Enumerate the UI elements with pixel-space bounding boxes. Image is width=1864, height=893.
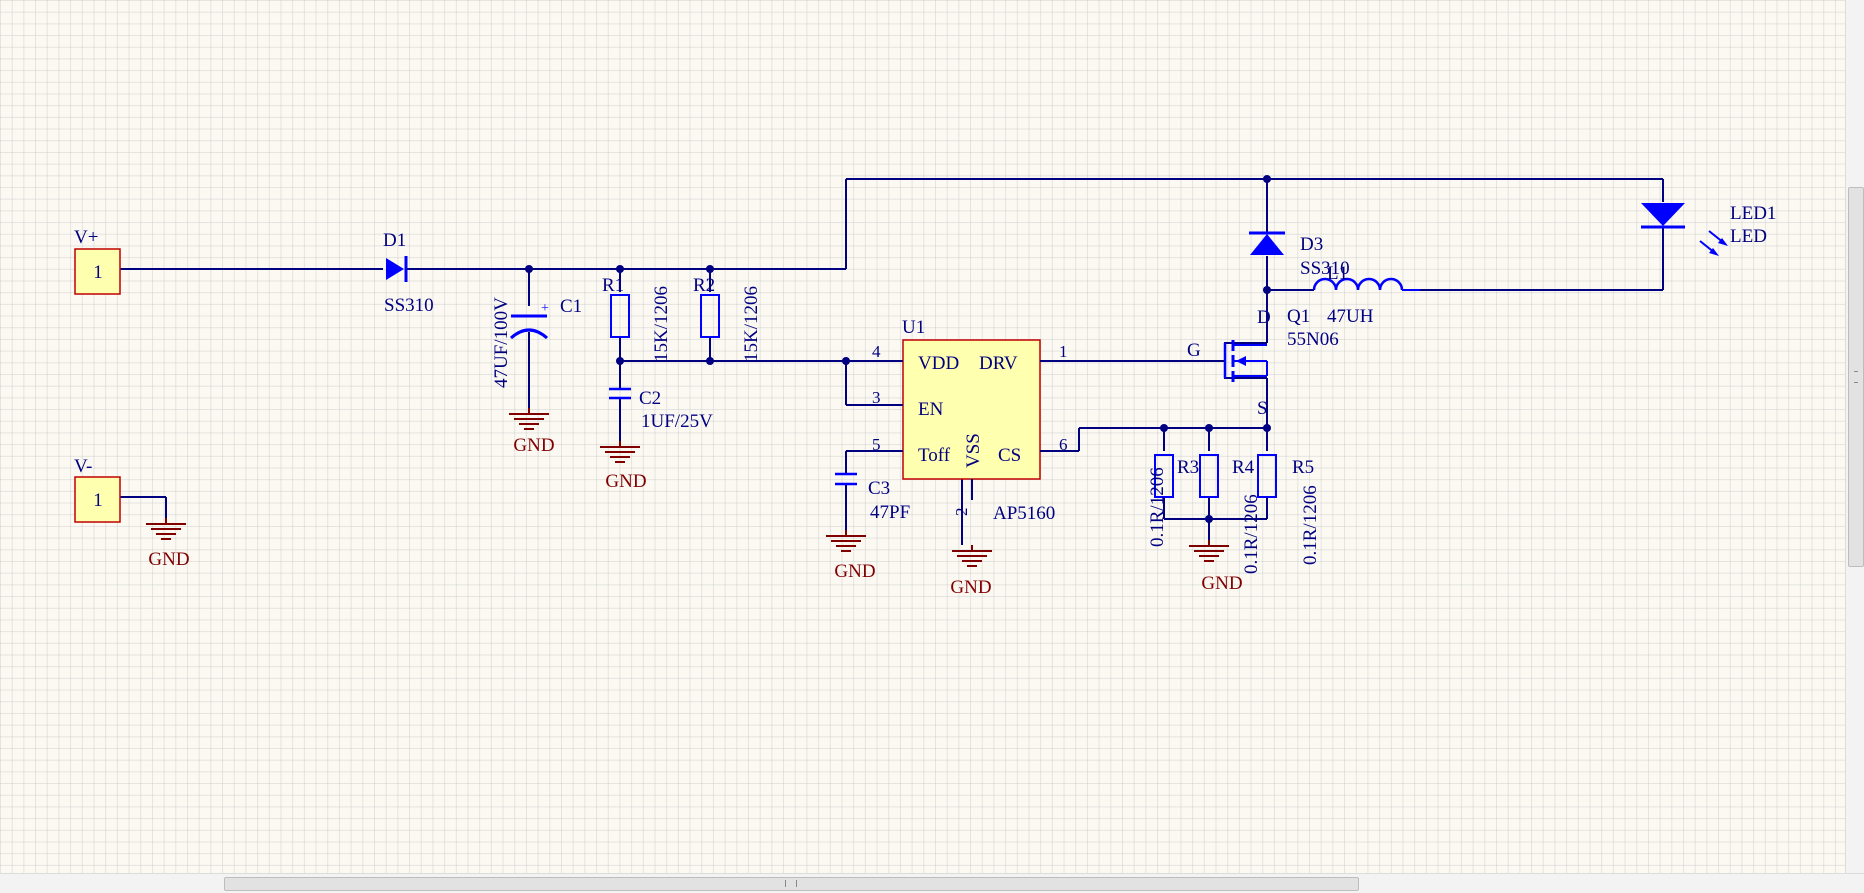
ground-u1-label: GND: [950, 577, 991, 598]
connector-vplus-label: V+: [74, 227, 98, 248]
connector-vminus-pin: 1: [93, 490, 103, 511]
u1-value: AP5160: [993, 503, 1055, 524]
q1-value: 55N06: [1287, 329, 1339, 350]
junction-dot: [1205, 424, 1213, 432]
r4-value: 0.1R/1206: [1241, 494, 1262, 574]
led1-ref: LED1: [1730, 203, 1776, 224]
horizontal-scroll-grip-icon: [785, 880, 797, 887]
diode-d3[interactable]: D3 SS310: [1249, 231, 1350, 279]
c3-ref: C3: [868, 478, 890, 499]
q1-ref: Q1: [1287, 306, 1310, 327]
d3-ref: D3: [1300, 234, 1323, 255]
wires: [120, 178, 1664, 545]
u1-pin-toff-name: Toff: [918, 445, 951, 466]
resistor-r2[interactable]: R2 15K/1206: [693, 275, 762, 362]
q1-drain-label: D: [1257, 307, 1271, 328]
ground-sense-label: GND: [1201, 573, 1242, 594]
junction-dot: [1263, 286, 1271, 294]
schematic-canvas[interactable]: 1 V+ 1 V- D1 SS310 + C1 47UF/100V R1 15K…: [0, 0, 1845, 873]
d3-value: SS310: [1300, 258, 1350, 279]
ic-u1[interactable]: U1 VDD DRV EN Toff CS VSS 4 3 5 1 6 2 AP…: [872, 317, 1079, 524]
junction-dot: [842, 357, 850, 365]
ground-vminus[interactable]: GND: [146, 518, 190, 570]
u1-pin-vdd-name: VDD: [918, 353, 959, 374]
u1-pin-cs-number: 6: [1059, 435, 1068, 454]
ground-c1-label: GND: [513, 435, 554, 456]
ground-c3-label: GND: [834, 561, 875, 582]
junction-dot: [616, 357, 624, 365]
junction-dot: [1263, 424, 1271, 432]
led-led1[interactable]: LED1 LED: [1641, 203, 1776, 256]
q1-gate-label: G: [1187, 340, 1201, 361]
resistor-r5[interactable]: R5 0.1R/1206: [1257, 454, 1321, 565]
u1-pin-vdd-number: 4: [872, 342, 881, 361]
ground-sense[interactable]: GND: [1189, 540, 1243, 594]
c1-polarity: +: [541, 301, 549, 316]
inductor-l1[interactable]: L1 47UH: [1312, 263, 1420, 327]
u1-pin-en-name: EN: [918, 399, 944, 420]
junction-dot: [706, 357, 714, 365]
r3-value: 0.1R/1206: [1147, 467, 1168, 547]
c2-value: 1UF/25V: [641, 411, 713, 432]
junction-dot: [1160, 424, 1168, 432]
connector-vminus-label: V-: [74, 456, 92, 477]
capacitor-c1[interactable]: + C1 47UF/100V: [491, 296, 582, 388]
connector-vplus-pin: 1: [93, 262, 103, 283]
horizontal-scrollbar[interactable]: [0, 873, 1864, 893]
diode-d1[interactable]: D1 SS310: [383, 230, 434, 316]
c3-value: 47PF: [870, 502, 910, 523]
u1-pin-toff-number: 5: [872, 435, 881, 454]
junction-dot: [525, 265, 533, 273]
u1-pin-en-number: 3: [872, 388, 881, 407]
ground-c2[interactable]: GND: [600, 441, 647, 492]
junction-dot: [616, 265, 624, 273]
vertical-scroll-grip-icon: [1854, 371, 1858, 383]
c2-ref: C2: [639, 388, 661, 409]
resistor-r4[interactable]: R4 0.1R/1206: [1199, 454, 1262, 574]
schematic-diagram: 1 V+ 1 V- D1 SS310 + C1 47UF/100V R1 15K…: [74, 175, 1776, 598]
c1-value: 47UF/100V: [491, 297, 512, 388]
junctions: [525, 175, 1271, 523]
u1-pin-drv-name: DRV: [979, 353, 1018, 374]
u1-pin-vss-name: VSS: [963, 433, 984, 468]
l1-value: 47UH: [1327, 306, 1374, 327]
r2-value: 15K/1206: [741, 286, 762, 362]
u1-pin-vss-number: 2: [952, 508, 971, 517]
r5-ref: R5: [1292, 457, 1314, 478]
c1-ref: C1: [560, 296, 582, 317]
resistor-r1[interactable]: R1 15K/1206: [602, 275, 672, 362]
led1-value: LED: [1730, 226, 1767, 247]
resistor-r3[interactable]: R3 0.1R/1206: [1147, 454, 1199, 547]
capacitor-c3[interactable]: C3 47PF: [835, 472, 910, 523]
connector-vminus[interactable]: 1 V-: [74, 456, 121, 523]
r1-value: 15K/1206: [651, 286, 672, 362]
ground-c1[interactable]: GND: [509, 408, 555, 456]
u1-ref: U1: [902, 317, 925, 338]
junction-dot: [1205, 515, 1213, 523]
r2-ref: R2: [693, 275, 715, 296]
d1-value: SS310: [384, 295, 434, 316]
vertical-scroll-thumb[interactable]: [1848, 187, 1864, 567]
mosfet-q1[interactable]: G D S Q1 55N06: [1187, 306, 1339, 419]
r4-ref: R4: [1232, 457, 1255, 478]
r5-value: 0.1R/1206: [1300, 485, 1321, 565]
u1-pin-cs-name: CS: [998, 445, 1021, 466]
ground-vminus-label: GND: [148, 549, 189, 570]
vertical-scrollbar[interactable]: [1845, 0, 1864, 873]
r3-ref: R3: [1177, 457, 1199, 478]
ground-c3[interactable]: GND: [826, 530, 876, 582]
u1-pin-drv-number: 1: [1059, 342, 1068, 361]
ground-c2-label: GND: [605, 471, 646, 492]
horizontal-scroll-thumb[interactable]: [224, 877, 1359, 891]
ground-u1[interactable]: GND: [950, 545, 992, 598]
junction-dot: [1263, 175, 1271, 183]
q1-source-label: S: [1257, 398, 1268, 419]
r1-ref: R1: [602, 275, 624, 296]
d1-ref: D1: [383, 230, 406, 251]
junction-dot: [706, 265, 714, 273]
capacitor-c2[interactable]: C2 1UF/25V: [609, 387, 713, 432]
l1-ref: L1: [1327, 263, 1348, 284]
connector-vplus[interactable]: 1 V+: [74, 227, 121, 295]
